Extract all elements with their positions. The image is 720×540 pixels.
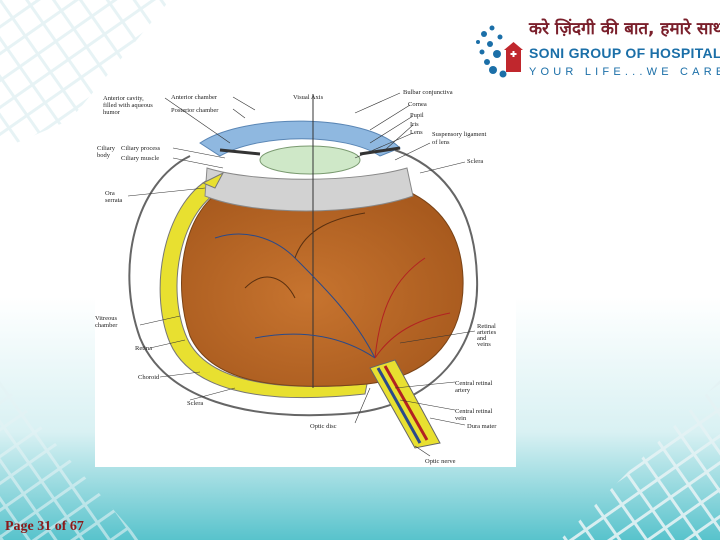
label-ciliary-body-2: body [97,152,111,159]
label-choroid: Choroid [138,374,160,381]
label-sclera-bottom: Sclera [187,400,203,407]
label-central-artery: Central retinal [455,380,493,387]
label-iris: Iris [410,121,419,128]
label-anterior-cavity: Anterior cavity, [103,95,144,102]
label-lens: Lens [410,129,423,136]
label-optic-nerve: Optic nerve [425,458,456,465]
logo-hospital-name: SONI GROUP OF HOSPITALS [529,45,720,61]
label-central-artery-2: artery [455,387,471,394]
label-anterior-cavity-3: humor [103,109,121,116]
label-anterior-chamber: Anterior chamber [171,94,218,101]
lens-shape [260,146,360,174]
eye-anatomy-diagram: Anterior cavity, filled with aqueous hum… [95,88,516,467]
label-central-vein: Central retinal [455,408,493,415]
label-vitreous: Vitreous [95,315,117,322]
label-ora-serrata-2: serrata [105,197,122,204]
label-anterior-cavity-2: filled with aqueous [103,102,153,109]
label-pupil: Pupil [410,112,424,119]
label-central-vein-2: vein [455,415,467,422]
label-bulbar-conjunctiva: Bulbar conjunctiva [403,89,453,96]
label-posterior-chamber: Posterior chamber [171,107,219,114]
label-retina: Retina [135,345,152,352]
label-ciliary-process: Ciliary process [121,145,161,152]
label-suspensory: Suspensory ligament [432,131,487,138]
label-optic-disc: Optic disc [310,423,337,430]
label-sclera-top: Sclera [467,158,483,165]
label-ciliary-body: Ciliary [97,145,116,152]
label-vitreous-2: chamber [95,322,118,329]
logo-tagline: YOUR LIFE...WE CARE! [529,66,720,78]
label-visual-axis: Visual Axis [293,94,324,101]
label-cornea: Cornea [408,101,427,108]
label-ora-serrata: Ora [105,190,115,197]
label-suspensory-2: of lens [432,139,450,146]
label-retinal-vessels-4: veins [477,341,491,348]
page-number: Page 31 of 67 [5,519,84,535]
logo-hindi-tagline: करे ज़िंदगी की बात, हमारे साथ [529,16,720,39]
label-dura-mater: Dura mater [467,423,497,430]
label-ciliary-muscle: Ciliary muscle [121,155,159,162]
